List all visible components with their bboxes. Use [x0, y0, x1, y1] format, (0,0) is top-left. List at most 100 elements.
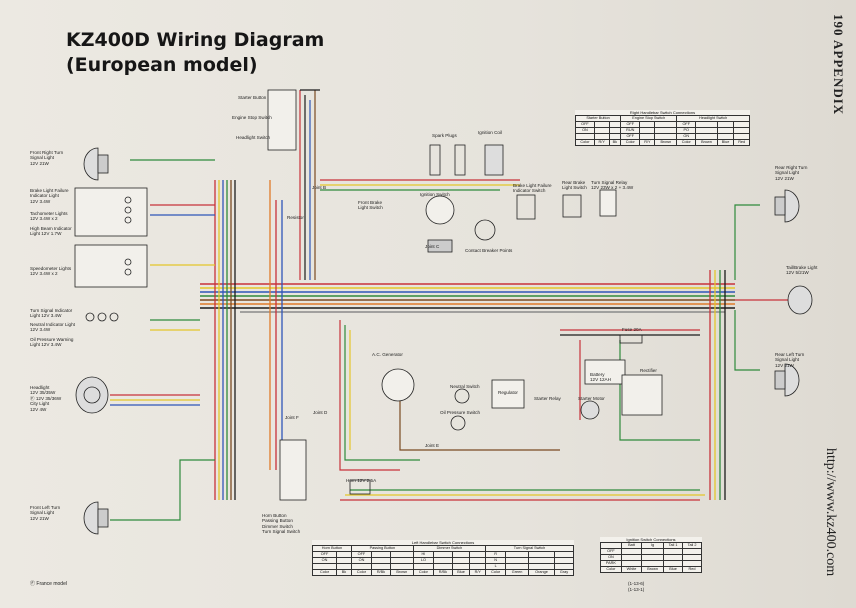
- brake-failure-switch-box: [516, 194, 536, 220]
- label-neutral-indicator: Neutral Indicator Light 12V 3.4W: [30, 322, 75, 333]
- footnote: Ⓕ France model: [30, 581, 67, 587]
- label-spark-plugs: Spark Plugs: [432, 133, 457, 138]
- oil-pressure-switch-body: [450, 415, 466, 431]
- label-front-brake: Front Brake Light Switch: [358, 200, 383, 211]
- label-battery: Battery 12V 12AH: [590, 372, 611, 383]
- rear-left-turn-light: [774, 363, 800, 397]
- label-brake-failure: Brake Light Failure Indicator Light 12V …: [30, 188, 69, 204]
- left-table-color: Brown: [389, 569, 414, 576]
- ignition-table-color: Blue: [663, 566, 683, 573]
- right-table-color: Color: [676, 139, 697, 146]
- diagram-title: KZ400D Wiring Diagram: [66, 29, 325, 51]
- label-ac-generator: A.C. Generator: [372, 352, 403, 357]
- front-left-turn-light: [83, 501, 109, 535]
- label-front-right-turn: Front Right Turn Signal Light 12V 21W: [30, 150, 64, 166]
- left-table-color: Color: [350, 569, 373, 576]
- turn-signal-relay-box: [599, 189, 617, 217]
- label-turn-indicator: Turn Signal Indicator Light 12V 3.4W: [30, 308, 73, 319]
- label-headlight: Headlight 12V 35/35W Ⓕ 12V 35/36W City L…: [30, 385, 62, 412]
- label-starter-motor: Starter Motor: [578, 396, 605, 401]
- right-table-color: Red: [733, 139, 750, 146]
- label-brake-failure-switch: Brake Light Failure Indicator Switch: [513, 183, 552, 194]
- label-joint-b: Joint B: [312, 185, 327, 190]
- label-code-2: (1-13-1): [628, 587, 645, 592]
- ignition-switch-body: [425, 195, 455, 253]
- lower-wires: [110, 159, 790, 521]
- label-neutral-switch: Neutral Switch: [450, 384, 480, 389]
- left-switch-housing: [279, 439, 307, 501]
- main-harness: [200, 283, 735, 313]
- components: [74, 89, 813, 535]
- right-table-color: Brown: [654, 139, 678, 146]
- fuse-box: [619, 334, 643, 344]
- left-table-color: Bk: [336, 569, 352, 576]
- rear-brake-switch: [562, 194, 582, 218]
- label-ignition-coil: Ignition Coil: [478, 130, 503, 135]
- page-header: 190 APPENDIX: [831, 14, 846, 116]
- label-engine-stop: Engine Stop Switch: [232, 115, 272, 120]
- rectifier-box: [621, 374, 663, 416]
- right-table-color: Brown: [695, 139, 718, 146]
- label-speedometer: Speedometer Lights 12V 3.4W x 2: [30, 266, 72, 277]
- label-rectifier: Rectifier: [640, 368, 657, 373]
- regulator-box: [491, 379, 525, 409]
- generator: [381, 368, 415, 402]
- right-trunk: [340, 270, 726, 501]
- left-trunk: [214, 180, 283, 500]
- spark-plug-set: [429, 144, 504, 176]
- neutral-switch-body: [454, 388, 470, 404]
- headlight-unit: [75, 376, 109, 414]
- left-table-color: R/Y: [469, 569, 487, 576]
- label-front-left-turn: Front Left Turn Signal Light 12V 21W: [30, 505, 61, 521]
- label-joint-d: Joint D: [313, 410, 328, 415]
- left-table-color: Blue: [451, 569, 471, 576]
- right-table-color: Bk: [608, 139, 622, 146]
- right-table-color: Color: [620, 139, 641, 146]
- label-oil-warning: Oil Pressure Warning Light 12V 3.4W: [30, 337, 74, 348]
- ignition-switch-table: Ignition Switch Connections Batt Ig Tail…: [600, 537, 702, 573]
- label-joint-c: Joint C: [425, 244, 440, 249]
- contact-breaker: [474, 219, 496, 241]
- label-rear-left-turn: Rear Left Turn Signal Light 12V 21W: [775, 352, 805, 368]
- label-left-switch-group: Horn Button Passing Button Dimmer Switch…: [262, 513, 301, 535]
- left-table-color: R/Bk: [432, 569, 453, 576]
- rear-right-turn-light: [774, 189, 800, 223]
- left-table-color: Gray: [554, 569, 574, 576]
- label-rear-brake: Rear Brake Light Switch: [562, 180, 587, 191]
- label-high-beam: High Beam Indicator Light 12V 1.7W: [30, 226, 72, 237]
- label-joint-e: Joint E: [425, 443, 440, 448]
- horn-body: [349, 479, 371, 495]
- label-ignition-switch: Ignition Switch: [420, 192, 450, 197]
- right-table-color: Blue: [716, 139, 735, 146]
- right-table-caption: Right Handlebar Switch Connections: [629, 110, 696, 115]
- left-handlebar-table: Left Handlebar Switch Connections Horn B…: [311, 540, 574, 576]
- diagram-subtitle: (European model): [66, 54, 258, 76]
- right-table-color: Color: [575, 139, 595, 146]
- ignition-table-caption: Ignition Switch Connections: [626, 537, 676, 542]
- top-switch-wires: [299, 89, 520, 280]
- source-url: http://www.kz400.com: [823, 448, 838, 577]
- front-right-turn-light: [83, 147, 109, 181]
- right-switch-housing: [267, 89, 297, 151]
- left-table-color: Orange: [527, 569, 556, 576]
- left-table-color: Color: [485, 569, 507, 576]
- battery-box: [584, 359, 626, 385]
- left-table-color: Color: [412, 569, 434, 576]
- label-regulator: Regulator: [498, 390, 518, 395]
- left-table-color: R/Bk: [371, 569, 391, 576]
- starter-motor-body: [580, 400, 600, 420]
- label-turn-relay: Turn Signal Relay 12V 23W x 2 + 3.4W: [591, 180, 634, 191]
- ignition-table-color: Red: [682, 566, 702, 573]
- label-tail-brake: Tail/Brake Light 12V 5/21W: [786, 265, 818, 276]
- label-joint-f: Joint F: [285, 415, 299, 420]
- label-rear-right-turn: Rear Right Turn Signal Light 12V 21W: [775, 165, 808, 181]
- left-table-color: Green: [505, 569, 529, 576]
- instrument-panel: [74, 187, 148, 288]
- label-oil-pressure-switch: Oil Pressure Switch: [440, 410, 481, 415]
- ignition-table-color: Brown: [641, 566, 665, 573]
- label-contact-breaker: Contact Breaker Points: [465, 248, 513, 253]
- label-headlight-switch: Headlight Switch: [236, 135, 271, 140]
- label-starter-relay: Starter Relay: [534, 396, 561, 401]
- left-table-caption: Left Handlebar Switch Connections: [411, 540, 475, 545]
- ignition-table-color: Color: [600, 566, 622, 573]
